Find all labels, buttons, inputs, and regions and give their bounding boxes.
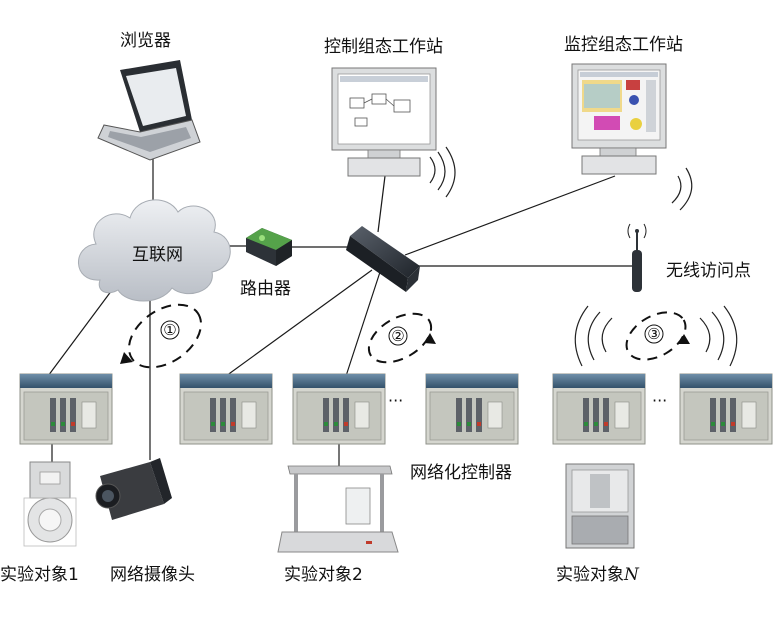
experiment-object-n-icon xyxy=(565,463,635,549)
loop-1: ① xyxy=(120,303,203,369)
loop-3: ③ xyxy=(625,311,690,361)
antenna-icon xyxy=(627,223,647,292)
internet-rack1-link xyxy=(47,289,113,377)
controller-rack-4 xyxy=(425,373,519,445)
monitor-ws-label: 监控组态工作站 xyxy=(564,35,683,55)
controller-rack-5 xyxy=(552,373,646,445)
networked-controller-label: 网络化控制器 xyxy=(410,463,512,483)
object-n-label: 实验对象N xyxy=(556,565,640,585)
loop-2: ② xyxy=(367,312,436,364)
ellipsis-left: ··· xyxy=(388,391,403,410)
camera-icon xyxy=(95,458,172,520)
loop-1-number: ① xyxy=(163,321,176,339)
switch-icon xyxy=(346,226,420,292)
laptop-icon xyxy=(97,60,201,161)
loop-3-number: ③ xyxy=(647,325,660,343)
browser-label: 浏览器 xyxy=(120,31,171,51)
controller-rack-6 xyxy=(679,373,773,445)
camera-label: 网络摄像头 xyxy=(110,565,195,585)
object-2-label: 实验对象2 xyxy=(284,565,363,585)
internet-label: 互联网 xyxy=(132,245,183,265)
control-workstation-icon xyxy=(331,67,437,177)
switch-rack3-link xyxy=(345,271,381,377)
controller-rack-3 xyxy=(292,373,386,445)
connection-lines xyxy=(47,158,636,468)
controller-rack-1 xyxy=(19,373,113,445)
experiment-object-2-icon xyxy=(277,465,399,553)
control-ws-wireless-arcs xyxy=(429,146,456,198)
internet-cloud-icon xyxy=(78,199,231,302)
control-ws-link xyxy=(377,175,386,233)
ellipsis-right: ··· xyxy=(652,391,667,410)
loop-2-number: ② xyxy=(391,327,404,345)
experiment-object-1-icon xyxy=(23,461,77,547)
ap-wireless-arcs-right xyxy=(699,305,738,367)
ap-wireless-arcs-left xyxy=(574,305,613,367)
router-icon xyxy=(246,228,292,266)
switch-rack2-link xyxy=(225,269,373,377)
wireless-ap-label: 无线访问点 xyxy=(666,261,751,281)
controller-rack-2 xyxy=(179,373,273,445)
router-label: 路由器 xyxy=(240,279,291,299)
control-ws-label: 控制组态工作站 xyxy=(324,37,443,57)
monitor-workstation-icon xyxy=(571,63,667,175)
monitor-ws-link xyxy=(404,175,616,256)
monitor-ws-wireless-arcs xyxy=(671,167,693,211)
object-1-label: 实验对象1 xyxy=(0,565,79,585)
